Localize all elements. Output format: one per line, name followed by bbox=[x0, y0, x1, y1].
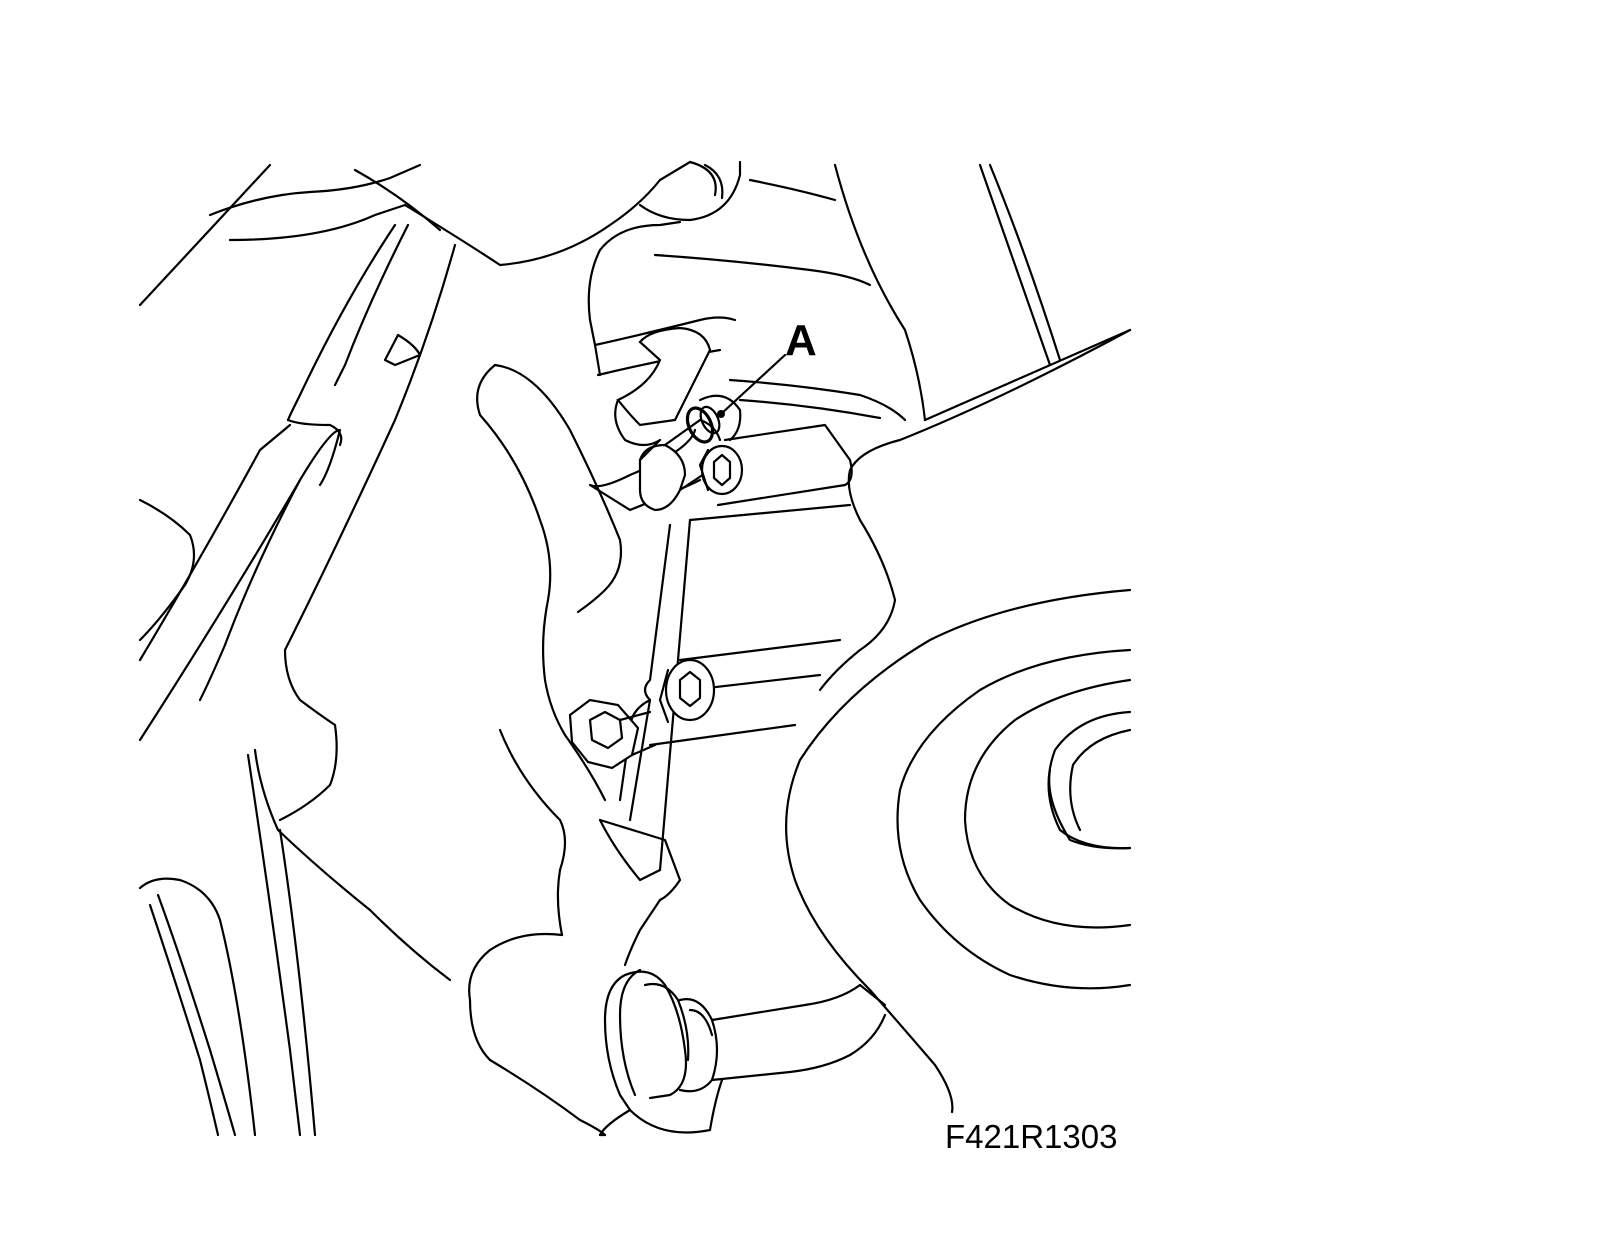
camshaft-sensor bbox=[587, 220, 742, 512]
upper-left-shroud bbox=[138, 160, 742, 307]
callout-a-leader bbox=[717, 353, 787, 418]
figure-id-label: F421R1303 bbox=[945, 1118, 1117, 1155]
torx-bolt-upper bbox=[698, 444, 744, 496]
hub-assembly bbox=[785, 588, 1132, 1114]
hex-bolt bbox=[568, 698, 657, 770]
callout-label-a: A bbox=[785, 316, 817, 365]
torx-bolt-middle bbox=[658, 658, 716, 724]
upper-right-housing bbox=[653, 163, 1132, 692]
hose-fitting bbox=[598, 968, 887, 1137]
mounting-arm bbox=[468, 363, 702, 1137]
left-panel-contours bbox=[138, 223, 457, 1137]
